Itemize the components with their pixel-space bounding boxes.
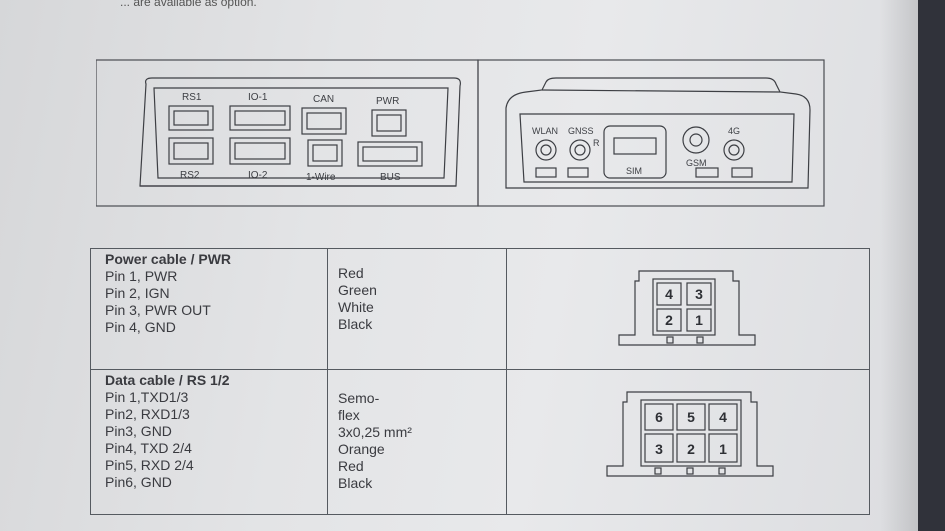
table-row-data: Data cable / RS 1/2 Pin 1,TXD1/3 Pin2, R… — [90, 369, 870, 515]
device-diagram: RS1 IO-1 CAN PWR RS2 IO-2 1-Wire BUS WLA… — [96, 59, 825, 207]
rear-panel: WLAN GNSS R GSM 4G SIM — [505, 77, 811, 189]
data-cable-title: Data cable / RS 1/2 — [105, 372, 230, 388]
table-row-power: Power cable / PWR Pin 1, PWR Pin 2, IGN … — [90, 248, 870, 370]
pin-line: Pin4, TXD 2/4 — [105, 440, 192, 456]
color-line: White — [338, 299, 374, 315]
label-1wire: 1-Wire — [306, 172, 336, 183]
power-cable-title: Power cable / PWR — [105, 251, 232, 267]
label-io2: IO-2 — [248, 170, 268, 181]
data-pin-number: 5 — [687, 409, 695, 425]
pin-line: Pin5, RXD 2/4 — [105, 457, 194, 473]
label-rs1: RS1 — [182, 92, 202, 103]
data-connector-drawing: 6 5 4 3 2 1 — [606, 391, 774, 477]
color-line: Red — [338, 458, 364, 474]
fold-shadow — [880, 0, 920, 531]
data-pin-number: 2 — [687, 441, 695, 457]
label-gnss: GNSS — [568, 126, 594, 136]
label-sim: SIM — [626, 166, 642, 176]
pin-line: Pin6, GND — [105, 474, 172, 490]
data-pin-number: 6 — [655, 409, 663, 425]
label-io1: IO-1 — [248, 92, 268, 103]
power-connector-drawing: 4 3 2 1 — [618, 270, 756, 346]
power-pins-cell: Power cable / PWR Pin 1, PWR Pin 2, IGN … — [90, 248, 328, 370]
label-can: CAN — [313, 94, 334, 105]
power-pin-number: 4 — [665, 286, 673, 302]
label-wlan: WLAN — [532, 126, 558, 136]
pin-line: Pin 1,TXD1/3 — [105, 389, 189, 405]
front-panel: RS1 IO-1 CAN PWR RS2 IO-2 1-Wire BUS — [139, 77, 461, 187]
data-pin-number: 1 — [719, 441, 727, 457]
label-pwr: PWR — [376, 96, 399, 107]
color-line: Semo- — [338, 390, 380, 406]
color-line: 3x0,25 mm² — [338, 424, 412, 440]
data-pin-number: 4 — [719, 409, 727, 425]
pinout-table: Power cable / PWR Pin 1, PWR Pin 2, IGN … — [90, 248, 870, 515]
data-pin-number: 3 — [655, 441, 663, 457]
pin-line: Pin 1, PWR — [105, 268, 178, 284]
color-line: Black — [338, 316, 373, 332]
background-surface — [918, 0, 945, 531]
label-rs2: RS2 — [180, 170, 200, 181]
power-connector-cell: 4 3 2 1 — [506, 248, 870, 370]
power-pin-number: 2 — [665, 312, 673, 328]
power-pin-number: 3 — [695, 286, 703, 302]
pin-line: Pin 2, IGN — [105, 285, 170, 301]
cut-off-text: ... are available as option. — [120, 0, 257, 9]
color-line: Red — [338, 265, 364, 281]
label-gsm: GSM — [686, 158, 707, 168]
data-pins-cell: Data cable / RS 1/2 Pin 1,TXD1/3 Pin2, R… — [90, 369, 328, 515]
pin-line: Pin3, GND — [105, 423, 172, 439]
pin-line: Pin 3, PWR OUT — [105, 302, 211, 318]
color-line: Black — [338, 475, 373, 491]
color-line: flex — [338, 407, 360, 423]
power-pin-number: 1 — [695, 312, 703, 328]
data-colors-cell: Semo- flex 3x0,25 mm² Orange Red Black — [327, 369, 507, 515]
label-bus: BUS — [380, 172, 401, 183]
label-reset: R — [593, 138, 600, 148]
power-colors-cell: Red Green White Black — [327, 248, 507, 370]
pin-line: Pin2, RXD1/3 — [105, 406, 190, 422]
color-line: Green — [338, 282, 377, 298]
color-line: Orange — [338, 441, 385, 457]
data-connector-cell: 6 5 4 3 2 1 — [506, 369, 870, 515]
label-4g: 4G — [728, 126, 740, 136]
pin-line: Pin 4, GND — [105, 319, 176, 335]
